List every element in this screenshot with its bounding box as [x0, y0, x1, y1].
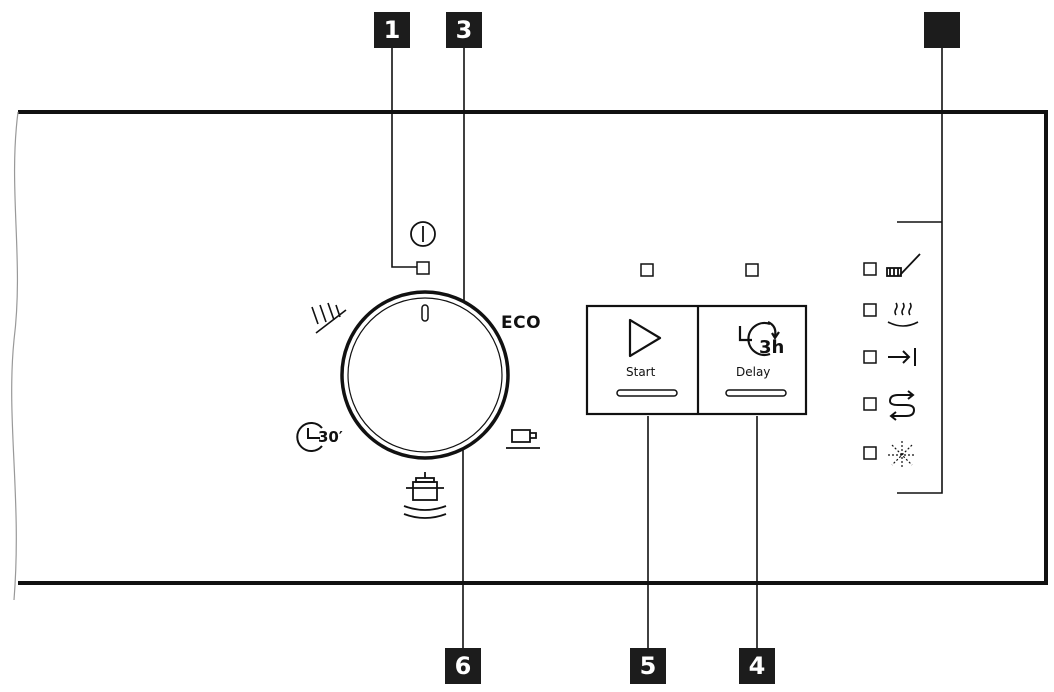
sparkle-icon — [888, 441, 916, 469]
intensive-pot-icon — [403, 472, 447, 519]
callout-5: 5 — [630, 648, 666, 684]
eco-label: ECO — [501, 313, 542, 333]
arrow-to-bar-icon — [888, 348, 916, 366]
glass-cup-icon — [506, 429, 540, 449]
delay-indicator-light — [745, 263, 759, 277]
leader-1 — [391, 48, 418, 268]
delay-label[interactable]: Delay — [736, 365, 771, 379]
delay-button-bar — [725, 389, 787, 397]
heat-icon — [887, 302, 919, 327]
panel-outline — [18, 110, 1048, 585]
quick-30-icon — [296, 422, 323, 452]
delay-hours-label: 3h — [759, 337, 785, 358]
delay-clock-icon — [738, 320, 780, 357]
callout-6: 6 — [445, 648, 481, 684]
start-label[interactable]: Start — [626, 365, 656, 379]
quick-minutes-label: 30′ — [318, 428, 343, 446]
brush-icon — [886, 253, 921, 277]
start-button-bar — [616, 389, 678, 397]
indicator-lights — [863, 262, 877, 460]
panel-torn-edge — [11, 111, 19, 601]
callout-indicators — [924, 12, 960, 48]
rinse-spray-icon — [311, 302, 347, 334]
callout-1: 1 — [374, 12, 410, 48]
reverse-arrows-icon — [888, 390, 916, 421]
knob-pointer — [421, 304, 429, 322]
callout-3: 3 — [446, 12, 482, 48]
power-icon — [410, 221, 436, 247]
callout-4: 4 — [739, 648, 775, 684]
power-indicator-light — [416, 261, 430, 275]
leader-3 — [431, 48, 465, 312]
program-selector-knob[interactable] — [340, 290, 510, 460]
play-icon — [628, 318, 662, 358]
start-indicator-light — [640, 263, 654, 277]
leader-indicators — [897, 48, 943, 494]
button-group-frame — [585, 304, 808, 416]
